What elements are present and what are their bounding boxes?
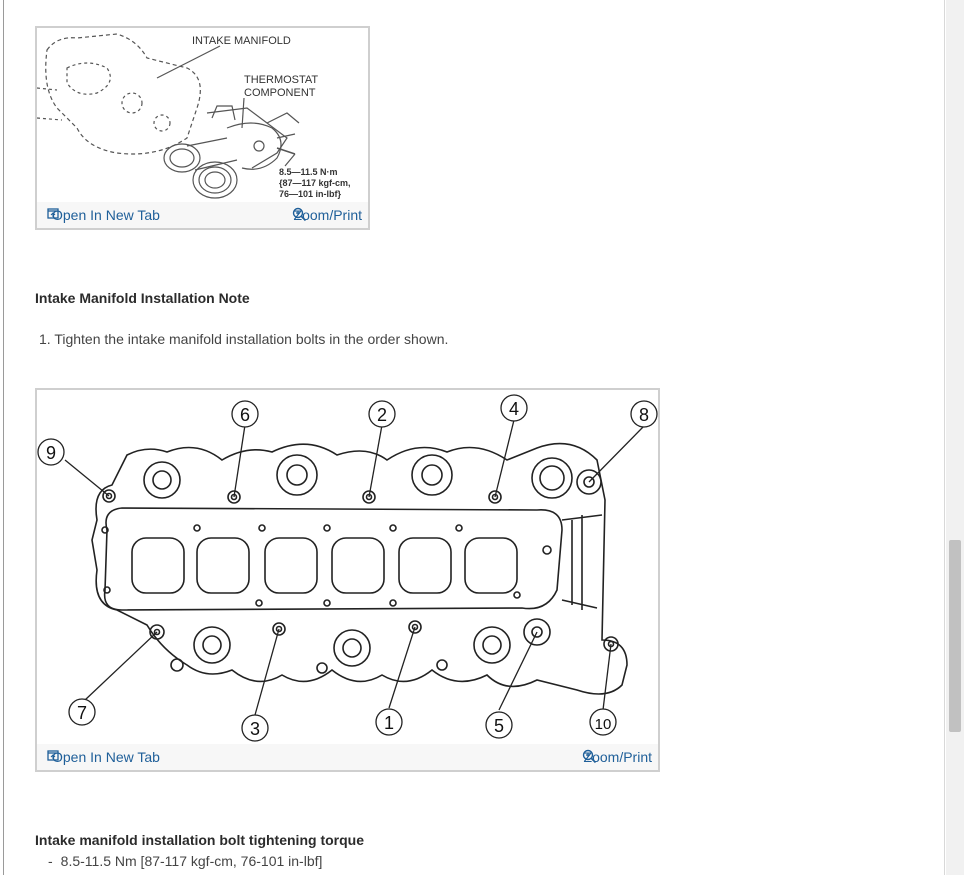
torque-spec-item: -8.5-11.5 Nm [87-117 kgf-cm, 76-101 in-l… [48,853,322,869]
open-in-new-tab-link[interactable]: Open In New Tab [47,749,160,765]
torque-spec-line2: {87—117 kgf-cm, [279,178,351,188]
open-in-new-tab-label: Open In New Tab [52,749,160,765]
zoom-print-label: Zoom/Print [293,207,362,223]
scrollbar-thumb[interactable] [949,540,961,732]
open-in-new-tab-link[interactable]: Open In New Tab [47,207,160,223]
thermostat-diagram: INTAKE MANIFOLD THERMOSTAT COMPONENT 8.5… [37,33,351,199]
manifold-bolt-diagram: 1 2 3 4 5 6 7 8 9 10 [37,394,658,742]
bolt-number-3: 3 [250,719,260,739]
torque-spec-line1: 8.5—11.5 N·m [279,167,338,177]
figure-toolbar: Open In New Tab Zoom/Print [37,744,658,770]
page-frame-right [944,0,945,875]
step-number: 1. [39,331,51,347]
zoom-print-link[interactable]: Zoom/Print [292,207,362,223]
bolt-number-6: 6 [240,405,250,425]
bolt-number-4: 4 [509,399,519,419]
thermostat-figure: INTAKE MANIFOLD THERMOSTAT COMPONENT 8.5… [35,26,370,230]
step-text: Tighten the intake manifold installation… [54,331,449,347]
bolt-number-2: 2 [377,405,387,425]
page-frame-left [3,0,4,875]
bolt-number-10: 10 [595,716,612,733]
open-in-new-tab-label: Open In New Tab [52,207,160,223]
bolt-number-5: 5 [494,716,504,736]
figure-toolbar: Open In New Tab Zoom/Print [37,202,368,228]
intake-manifold-label: INTAKE MANIFOLD [192,35,291,47]
zoom-print-label: Zoom/Print [583,749,652,765]
step-1: 1. Tighten the intake manifold installat… [39,331,448,347]
list-dash: - [48,853,53,869]
bolt-number-7: 7 [77,703,87,723]
bolt-number-9: 9 [46,443,56,463]
zoom-print-link[interactable]: Zoom/Print [582,749,652,765]
thermostat-label-line2: COMPONENT [244,87,316,99]
section-title: Intake Manifold Installation Note [35,290,250,306]
bolt-number-1: 1 [384,713,394,733]
bolt-order-figure: 1 2 3 4 5 6 7 8 9 10 Open In New Tab Zoo… [35,388,660,772]
scrollbar-track[interactable] [946,0,964,875]
torque-spec-text: 8.5-11.5 Nm [87-117 kgf-cm, 76-101 in-lb… [60,853,323,869]
thermostat-label-line1: THERMOSTAT [244,74,318,86]
bolt-number-8: 8 [639,405,649,425]
torque-title: Intake manifold installation bolt tighte… [35,832,364,848]
torque-spec-line3: 76—101 in-lbf} [279,189,342,199]
